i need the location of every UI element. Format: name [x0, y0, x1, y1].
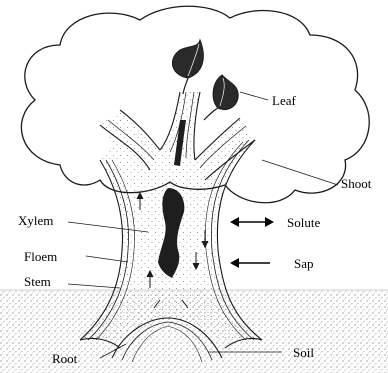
label-sap: Sap	[294, 257, 314, 270]
solute-double-arrow-icon	[230, 217, 274, 227]
sap-left-arrow-icon	[230, 258, 270, 268]
label-solute: Solute	[287, 216, 320, 229]
label-soil: Soil	[293, 346, 314, 359]
label-stem: Stem	[24, 275, 51, 288]
label-leaf: Leaf	[272, 94, 296, 107]
label-root: Root	[52, 352, 77, 365]
label-shoot: Shoot	[341, 177, 371, 190]
label-xylem: Xylem	[18, 214, 53, 227]
label-floem: Floem	[24, 250, 57, 263]
